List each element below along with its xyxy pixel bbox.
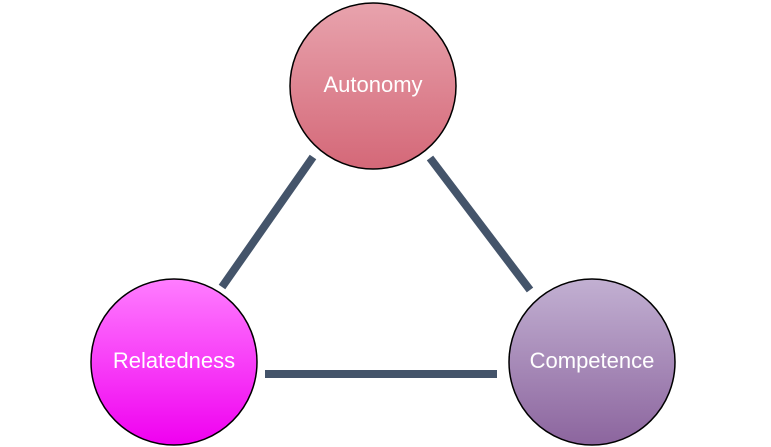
- node-competence-label: Competence: [530, 348, 655, 373]
- node-relatedness-circle: [90, 278, 258, 446]
- node-relatedness: Relatedness: [90, 278, 258, 446]
- node-autonomy-label: Autonomy: [323, 72, 422, 97]
- node-autonomy: Autonomy: [289, 2, 457, 170]
- node-relatedness-label: Relatedness: [113, 348, 235, 373]
- node-autonomy-circle: [289, 2, 457, 170]
- edge-autonomy-competence: [426, 155, 534, 293]
- node-competence-circle: [508, 278, 676, 446]
- edge-autonomy-relatedness: [218, 154, 317, 290]
- node-competence: Competence: [508, 278, 676, 446]
